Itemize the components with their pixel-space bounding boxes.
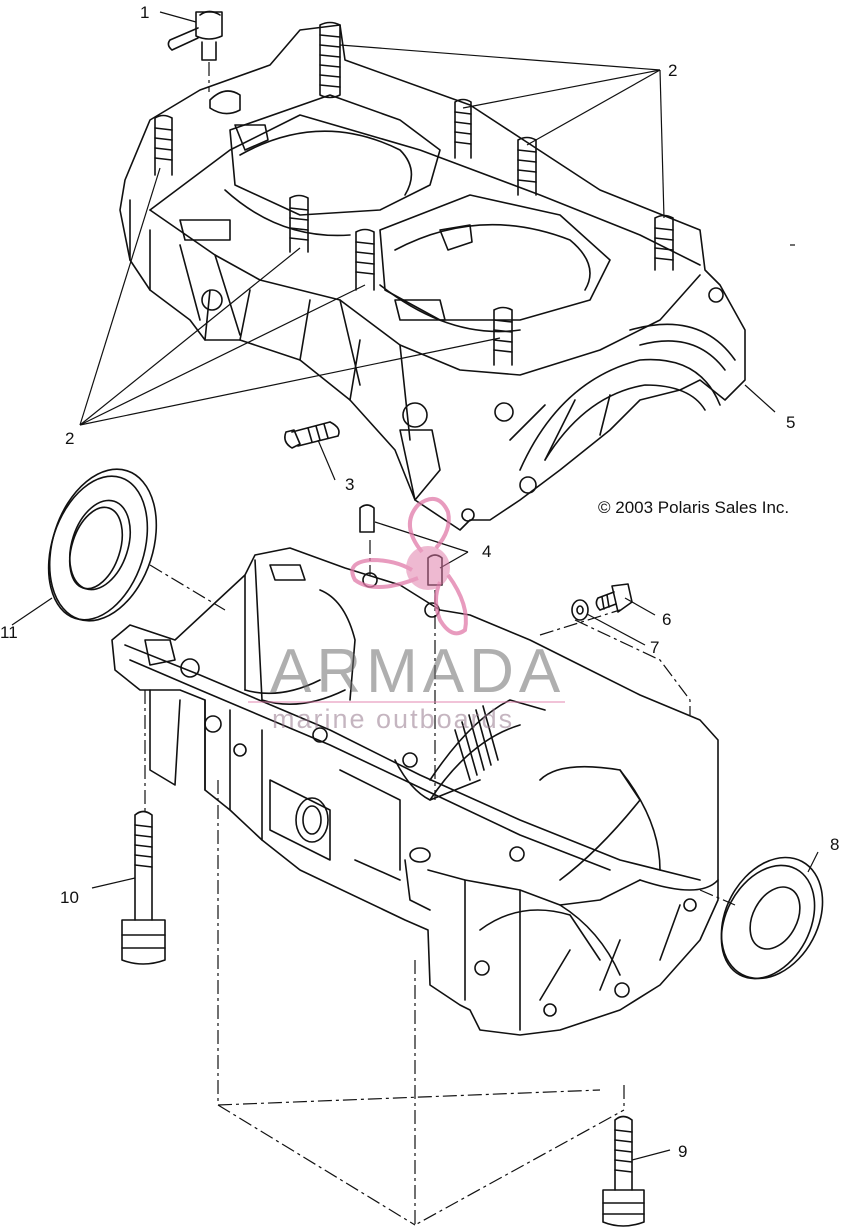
callout-5: 5 <box>786 413 795 432</box>
callout-2-left: 2 <box>65 429 74 448</box>
long-bolt-left <box>121 810 166 965</box>
long-bolt-right <box>602 1115 645 1227</box>
seal-small <box>720 856 824 980</box>
callout-1: 1 <box>140 3 149 22</box>
upper-crankcase-half <box>119 24 746 531</box>
watermark-title: ARMADA <box>270 637 566 706</box>
callout-11: 11 <box>0 623 18 642</box>
alignment-lines <box>144 62 795 1227</box>
lower-crankcase-half <box>111 547 719 1036</box>
callout-7: 7 <box>650 638 659 657</box>
water-fitting <box>167 10 223 61</box>
leader-lines <box>11 11 819 1161</box>
watermark-subtitle: marine outboards <box>272 704 515 734</box>
seal-large <box>47 468 158 622</box>
callout-8: 8 <box>830 835 839 854</box>
callout-6: 6 <box>662 610 671 629</box>
callout-3: 3 <box>345 475 354 494</box>
callout-9: 9 <box>678 1142 687 1161</box>
callout-4: 4 <box>482 542 491 561</box>
callout-labels: 1 2 2 3 4 5 6 7 8 9 10 11 <box>0 3 839 1161</box>
callout-2-top: 2 <box>668 61 677 80</box>
watermark-logo <box>248 496 565 703</box>
cylinder-studs <box>154 21 674 366</box>
dowel-bolt <box>284 421 340 449</box>
bolt-and-washer <box>571 583 633 621</box>
callout-10: 10 <box>60 888 79 907</box>
copyright-notice: © 2003 Polaris Sales Inc. <box>598 498 790 517</box>
